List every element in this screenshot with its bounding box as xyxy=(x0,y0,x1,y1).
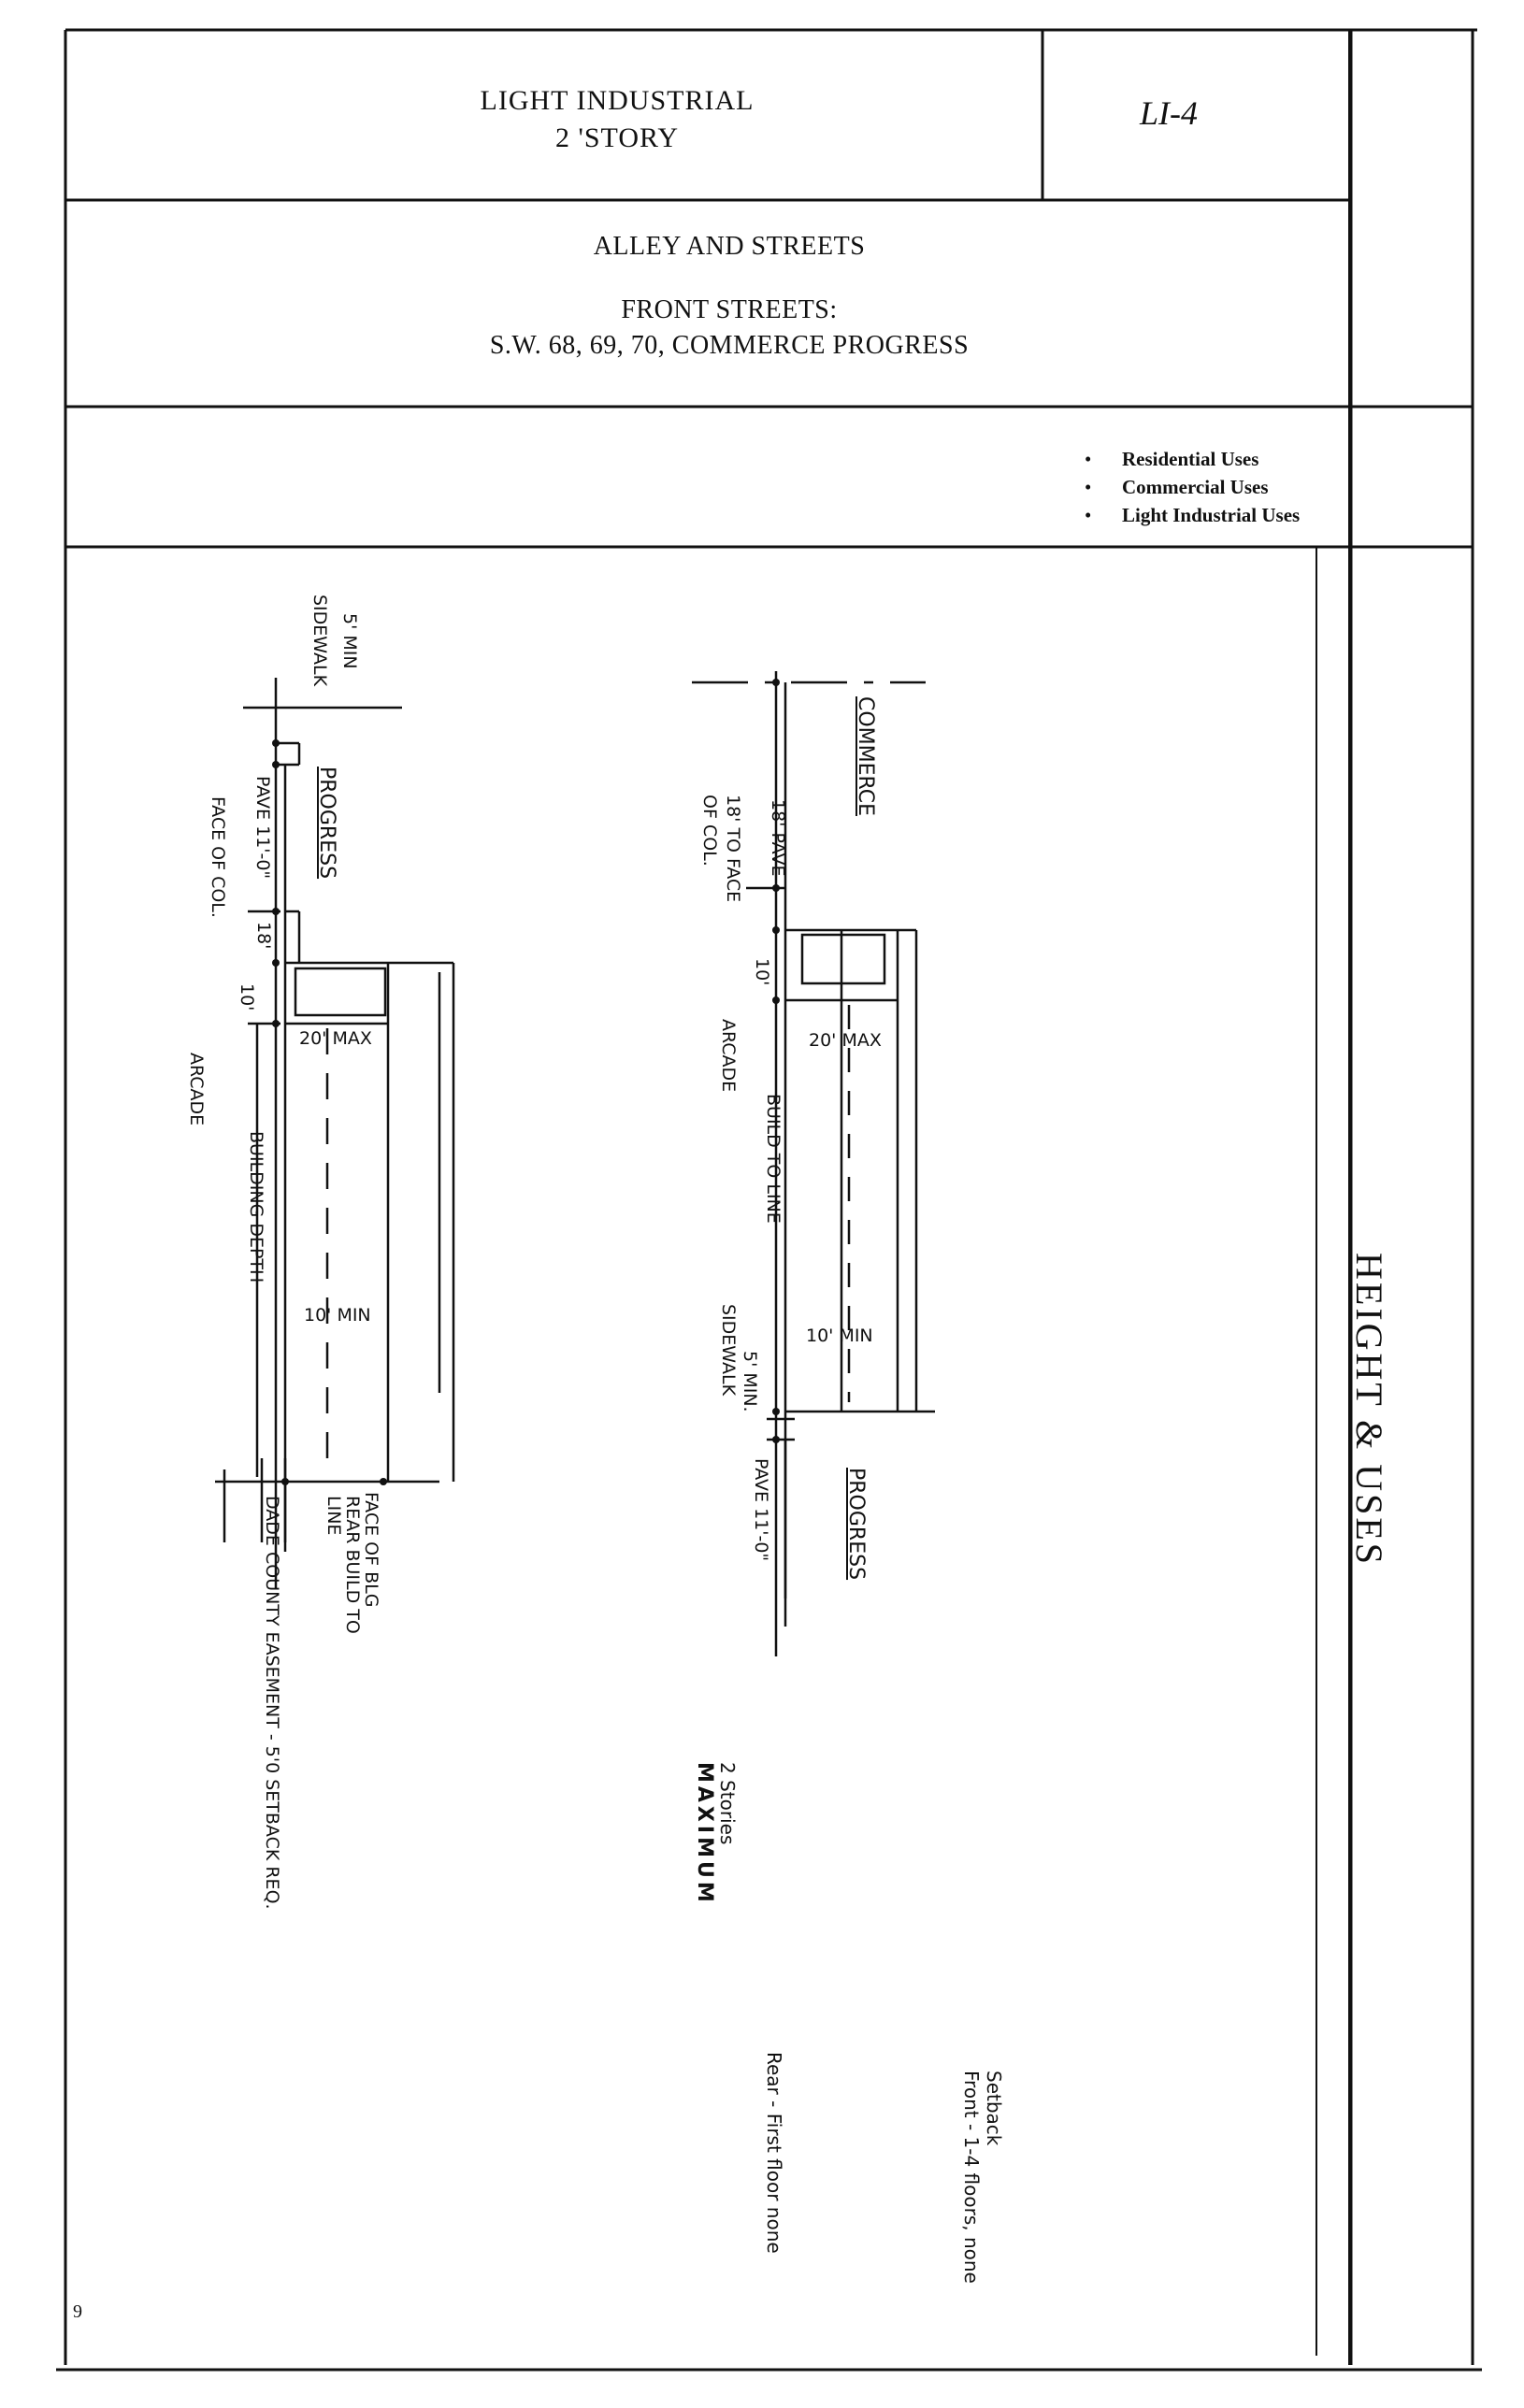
setback-rear: Rear - First floor none xyxy=(763,2052,785,2254)
left-face-of-blg: FACE OF BLG xyxy=(361,1492,381,1608)
right-pave-18: 18' PAVE xyxy=(768,799,788,877)
right-dim-10: 10' xyxy=(752,958,772,986)
right-sidewalk: SIDEWALK xyxy=(718,1304,739,1397)
streets-section: ALLEY AND STREETS FRONT STREETS: S.W. 68… xyxy=(355,229,1103,364)
left-min-10: 10' MIN xyxy=(304,1305,371,1326)
right-street-progress: PROGRESS xyxy=(844,1468,868,1581)
page-number: 9 xyxy=(73,2301,82,2322)
title-line-1: LIGHT INDUSTRIAL xyxy=(480,85,755,116)
uses-list: Residential Uses Commercial Uses Light I… xyxy=(1047,445,1300,529)
left-section-diagram xyxy=(215,678,455,1589)
sheet-title: LIGHT INDUSTRIAL 2 'STORY xyxy=(355,82,879,157)
use-item-light-industrial: Light Industrial Uses xyxy=(1085,501,1300,529)
left-dim-18: 18' xyxy=(253,922,274,950)
right-section-diagram xyxy=(692,671,935,1656)
left-street-progress: PROGRESS xyxy=(315,767,338,880)
use-item-residential: Residential Uses xyxy=(1085,445,1300,473)
right-of-col: OF COL. xyxy=(699,795,720,867)
left-pave: PAVE 11'-0" xyxy=(252,776,273,880)
setback-title: Setback xyxy=(983,2071,1005,2146)
stories-line-1: 2 Stories xyxy=(716,1762,739,1845)
right-build-to-line: BUILD TO LINE xyxy=(763,1094,784,1224)
left-line: LINE xyxy=(323,1496,344,1536)
streets-line-2: FRONT STREETS: xyxy=(621,295,838,324)
right-max-20: 20' MAX xyxy=(809,1030,882,1051)
right-street-commerce: COMMERCE xyxy=(854,696,877,816)
left-easement: DADE COUNTY EASEMENT - 5'0 SETBACK REQ. xyxy=(262,1496,282,1910)
setback-note: Setback Front - 1-4 floors, none xyxy=(960,2071,1005,2284)
right-arcade: ARCADE xyxy=(718,1019,739,1093)
use-item-commercial: Commercial Uses xyxy=(1085,473,1300,501)
right-to-face: 18' TO FACE xyxy=(723,795,743,903)
streets-line-3: S.W. 68, 69, 70, COMMERCE PROGRESS xyxy=(489,331,970,360)
right-pave: PAVE 11'-0" xyxy=(751,1458,771,1562)
side-label: HEIGHT & USES xyxy=(1348,1253,1390,1568)
left-arcade: ARCADE xyxy=(186,1053,207,1126)
left-face-of-col: FACE OF COL. xyxy=(208,796,228,918)
left-max-20: 20' MAX xyxy=(299,1028,372,1049)
setback-front: Front - 1-4 floors, none xyxy=(960,2071,983,2284)
left-sidewalk: SIDEWALK xyxy=(309,595,330,687)
left-building-depth: BUILDING DEPTH xyxy=(246,1131,266,1283)
stories-line-2: MAXIMUM xyxy=(693,1762,716,1906)
streets-line-1: ALLEY AND STREETS xyxy=(593,232,866,261)
left-dim-10: 10' xyxy=(237,983,257,1011)
sheet-code: LI-4 xyxy=(1140,94,1198,132)
left-rear-build: REAR BUILD TO xyxy=(342,1496,363,1634)
stories-note: 2 Stories MAXIMUM xyxy=(693,1762,739,1906)
title-line-2: 2 'STORY xyxy=(554,122,680,153)
right-min-10: 10' MIN xyxy=(806,1326,873,1346)
right-sidewalk-min: 5' MIN. xyxy=(740,1351,760,1412)
left-sidewalk-min: 5' MIN xyxy=(339,613,360,669)
